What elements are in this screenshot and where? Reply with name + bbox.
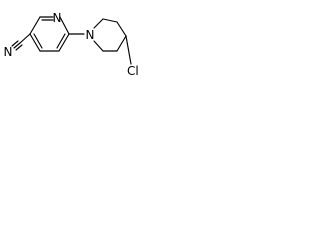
pyridine-bond-c4-c5 — [29, 33, 41, 52]
piperidine-bond-n-ca — [93, 18, 104, 29]
piperidine-bond-c4-cc — [116, 35, 127, 52]
pyridine-bond-c4-c5-inner — [33, 33, 43, 49]
piperidine-bond-cb-c4 — [116, 21, 127, 37]
piperidine-bond-cd-n — [93, 40, 104, 52]
pyridine-nitrogen-label: N — [53, 11, 62, 25]
pyridine-bond-c5-c6 — [29, 16, 41, 35]
bond-c4-to-chlorine — [125, 35, 132, 65]
nitrile-group — [11, 33, 31, 51]
pyridine-ring — [29, 16, 70, 52]
pyridine-bond-c2-c3-inner — [56, 33, 66, 49]
pyridine-bond-c2-c3 — [58, 33, 70, 52]
piperidine-nitrogen-label: N — [86, 28, 95, 42]
nitrile-triple-bond-2 — [11, 40, 19, 47]
piperidine-bond-ca-cb — [102, 18, 118, 23]
nitrile-nitrogen-label: N — [4, 45, 13, 59]
piperidine-ring — [93, 18, 127, 52]
nitrile-triple-bond-1 — [13, 42, 21, 49]
chemical-structure-diagram: N N N Cl — [4, 11, 139, 78]
nitrile-triple-bond-3 — [15, 44, 23, 51]
nitrile-bond-ring-to-carbon — [19, 33, 31, 44]
chlorine-label: Cl — [127, 64, 139, 78]
pyridine-bond-n1-c2 — [59, 16, 70, 35]
